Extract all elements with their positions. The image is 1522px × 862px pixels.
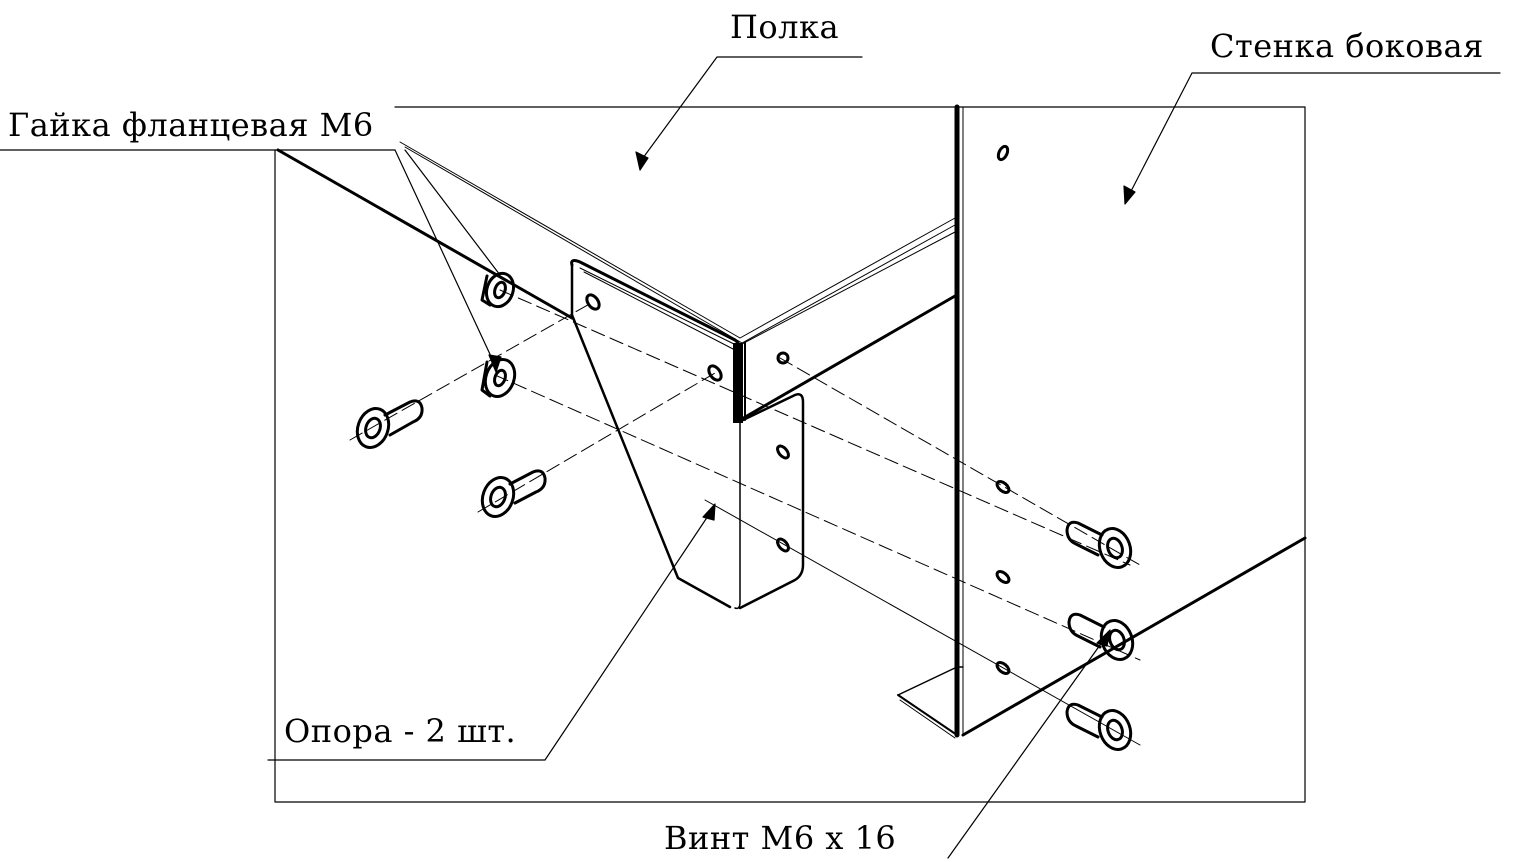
label-shelf: Полка bbox=[730, 8, 840, 46]
flange-nut-upper bbox=[480, 271, 516, 309]
side-wall bbox=[897, 104, 1307, 739]
assembly-axis-lines bbox=[349, 289, 1141, 746]
label-side-wall: Стенка боковая bbox=[1210, 27, 1484, 65]
screw-left-upper bbox=[355, 399, 424, 449]
support-bracket bbox=[570, 259, 805, 610]
screw-right-bottom bbox=[1065, 702, 1133, 751]
leader-shelf bbox=[635, 56, 863, 171]
leader-screw bbox=[947, 629, 1111, 859]
view-frame bbox=[274, 106, 1306, 803]
screw-left-lower bbox=[480, 469, 547, 518]
label-support: Опора - 2 шт. bbox=[284, 712, 517, 750]
screw-right-top bbox=[1065, 520, 1133, 569]
label-flange-nut: Гайка фланцевая М6 bbox=[8, 106, 374, 144]
leader-side-wall bbox=[1123, 72, 1501, 205]
label-screw: Винт М6 х 16 bbox=[664, 819, 897, 857]
leader-flange-nut bbox=[0, 149, 502, 373]
shelf-panel bbox=[276, 141, 957, 423]
flange-nut-lower bbox=[480, 358, 517, 398]
leader-support bbox=[267, 503, 716, 761]
